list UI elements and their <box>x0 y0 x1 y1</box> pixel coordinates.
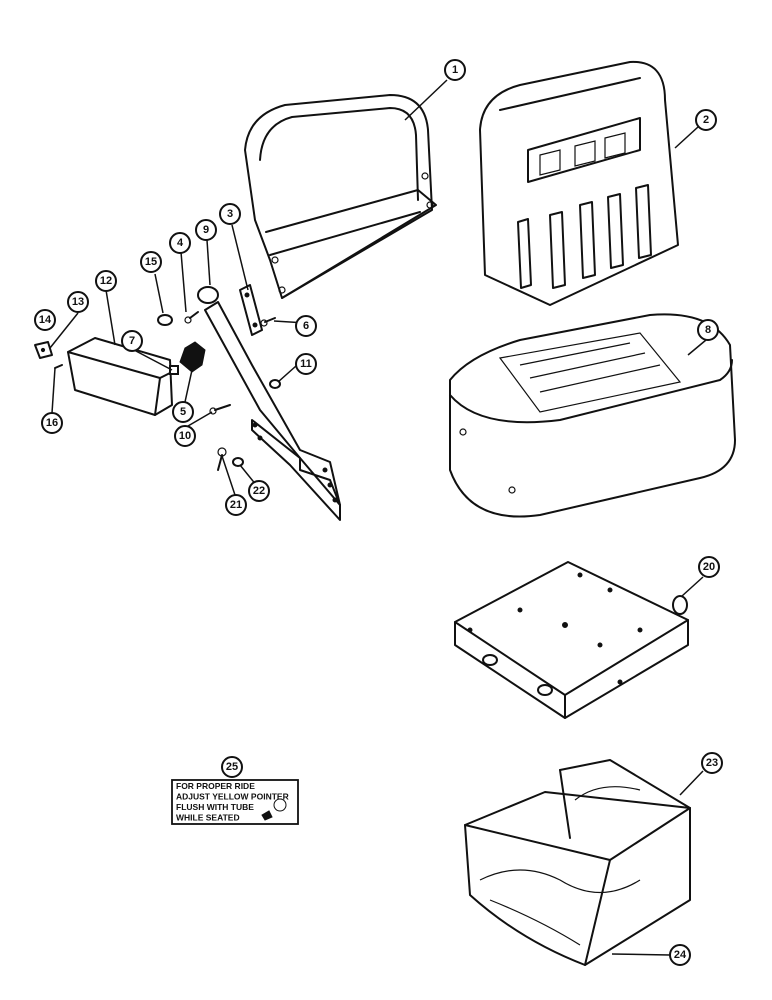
callout-25-label: 25 <box>226 761 238 773</box>
callout-14-label: 14 <box>39 314 52 326</box>
instruction-decal: FOR PROPER RIDE ADJUST YELLOW POINTER FL… <box>171 779 299 825</box>
callout-20-label: 20 <box>703 561 715 573</box>
callout-12-label: 12 <box>100 275 112 287</box>
link-plate <box>239 284 263 336</box>
callout-3: 3 <box>219 203 241 225</box>
callout-4-label: 4 <box>177 237 184 249</box>
callout-16-label: 16 <box>46 417 58 429</box>
callout-4: 4 <box>169 232 191 254</box>
callout-7-label: 7 <box>129 335 135 347</box>
decal-line-1: FOR PROPER RIDE <box>176 781 255 791</box>
decal-line-3: FLUSH WITH TUBE <box>176 802 254 812</box>
callout-5-label: 5 <box>180 406 186 418</box>
callouts: 1 2 3 4 5 6 7 8 9 10 11 12 13 14 15 16 2… <box>34 59 723 966</box>
callout-9: 9 <box>195 219 217 241</box>
decal-line-2: ADJUST YELLOW POINTER <box>176 792 289 802</box>
callout-12: 12 <box>95 270 117 292</box>
callout-11: 11 <box>295 353 317 375</box>
callout-15-label: 15 <box>145 256 157 268</box>
seat-slide-plate <box>454 561 689 719</box>
callout-9-label: 9 <box>203 224 209 236</box>
callout-13-label: 13 <box>72 296 84 308</box>
seat-back-cushion <box>479 60 679 306</box>
callout-23-label: 23 <box>706 757 718 769</box>
callout-21-label: 21 <box>230 499 242 511</box>
armrest-bracket <box>197 286 341 521</box>
callout-8-label: 8 <box>705 324 711 336</box>
callout-6: 6 <box>295 315 317 337</box>
callout-14: 14 <box>34 309 56 331</box>
hardware <box>34 311 281 471</box>
callout-24-label: 24 <box>674 949 687 961</box>
suspension-boot <box>464 759 691 966</box>
callout-25: 25 <box>221 756 243 778</box>
leader-lines <box>49 79 707 956</box>
seat-back-frame <box>244 94 437 299</box>
callout-10: 10 <box>174 425 196 447</box>
callout-22: 22 <box>248 480 270 502</box>
callout-1-label: 1 <box>452 64 458 76</box>
seat-cushion <box>449 313 736 518</box>
callout-20: 20 <box>698 556 720 578</box>
callout-22-label: 22 <box>253 485 265 497</box>
callout-15: 15 <box>140 251 162 273</box>
callout-3-label: 3 <box>227 208 233 220</box>
callout-13: 13 <box>67 291 89 313</box>
armrest-pad <box>67 337 173 416</box>
callout-21: 21 <box>225 494 247 516</box>
decal-line-4: WHILE SEATED <box>176 813 240 823</box>
callout-10-label: 10 <box>179 430 191 442</box>
callout-1: 1 <box>444 59 466 81</box>
callout-24: 24 <box>669 944 691 966</box>
callout-7: 7 <box>121 330 143 352</box>
callout-23: 23 <box>701 752 723 774</box>
callout-16: 16 <box>41 412 63 434</box>
callout-6-label: 6 <box>303 320 309 332</box>
callout-2: 2 <box>695 109 717 131</box>
callout-5: 5 <box>172 401 194 423</box>
callout-8: 8 <box>697 319 719 341</box>
callout-2-label: 2 <box>703 114 709 126</box>
callout-11-label: 11 <box>300 358 312 370</box>
